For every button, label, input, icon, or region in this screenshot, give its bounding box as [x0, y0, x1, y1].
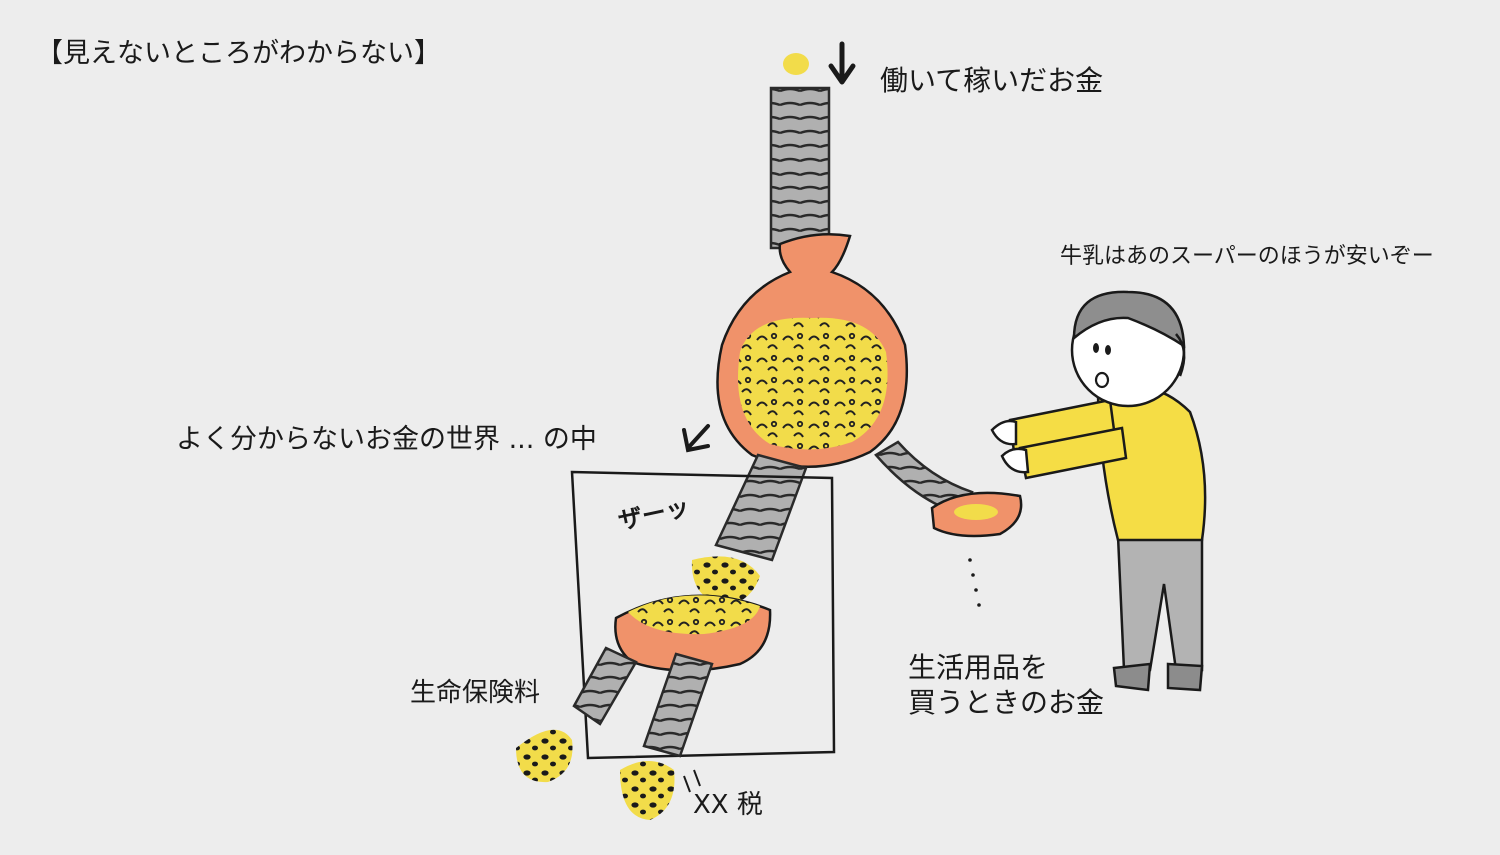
drip-marks	[683, 769, 701, 793]
insurance-pipe	[572, 646, 638, 726]
arrow-down-icon	[828, 41, 856, 85]
speech-bubble-text: 牛乳はあのスーパーのほうが安いぞー	[1060, 244, 1434, 269]
falling-coins	[691, 556, 760, 606]
label-daily-money-line2: 買うときのお金	[908, 686, 1105, 719]
dotted-line	[968, 558, 981, 607]
label-daily-money-line1: 生活用品を	[908, 651, 1049, 684]
money-bag	[716, 232, 909, 468]
tray-daily-goods	[930, 491, 1023, 538]
central-basin	[614, 594, 772, 672]
tax-pipe	[642, 652, 714, 758]
label-daily-money: 生活用品を 買うときのお金	[908, 650, 1104, 720]
arrow-to-box	[682, 424, 710, 453]
page-title: 【見えないところがわからない】	[36, 38, 441, 69]
label-tax: XX 税	[693, 790, 763, 820]
unknown-world-box	[570, 470, 836, 760]
label-earned-money: 働いて稼いだお金	[880, 64, 1104, 97]
tax-coins	[620, 761, 675, 820]
center-pipe	[714, 453, 808, 562]
insurance-coins	[516, 729, 573, 783]
top-pipe	[769, 86, 831, 250]
label-life-insurance: 生命保険料	[410, 678, 541, 708]
person-figure	[990, 290, 1207, 692]
coin-icon	[783, 53, 809, 75]
label-unknown-world: よく分からないお金の世界 ... の中	[176, 424, 597, 455]
